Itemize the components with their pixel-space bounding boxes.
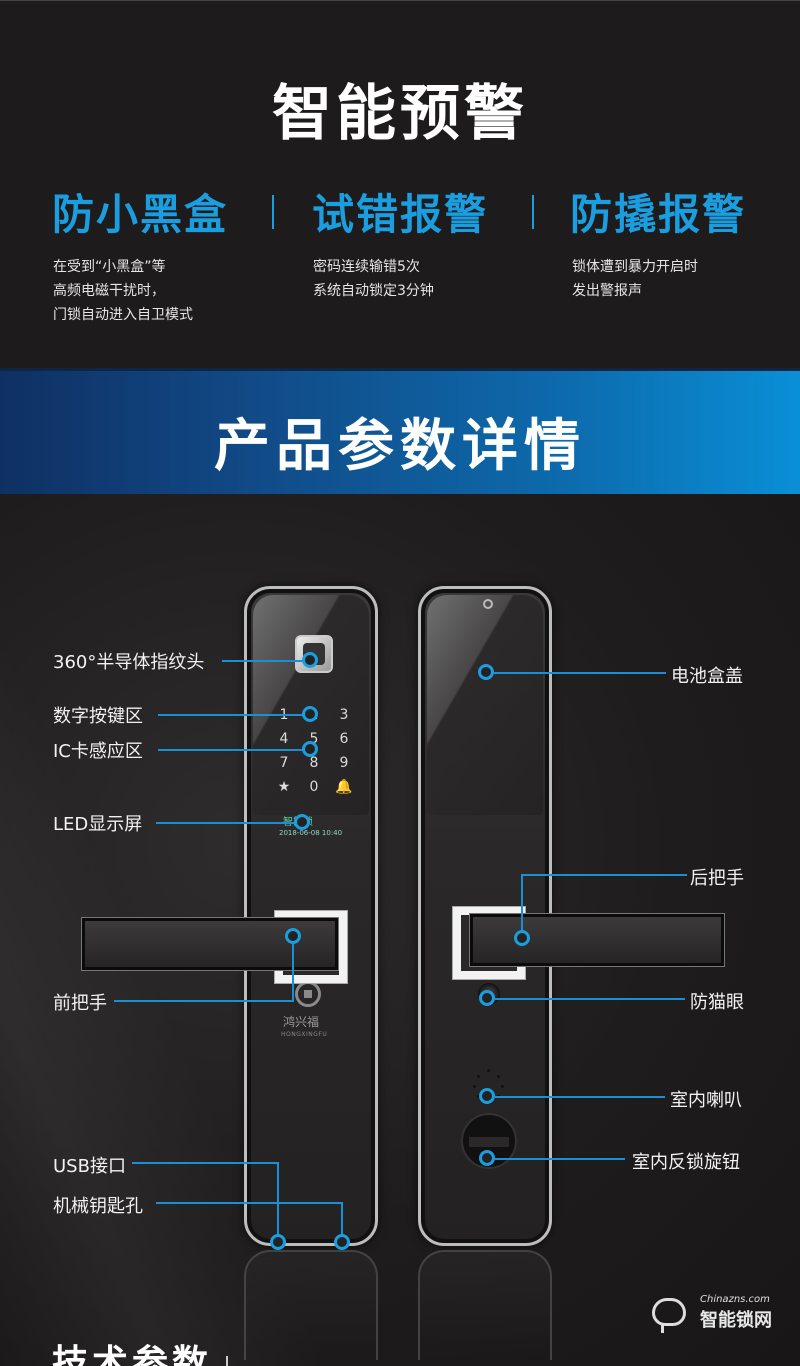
label-led: LED显示屏 xyxy=(53,814,143,835)
label-ic-card: IC卡感应区 xyxy=(53,741,143,762)
callout-line xyxy=(158,749,310,751)
feature-anti-blackbox-desc: 在受到“小黑盒”等 高频电磁干扰时， 门锁自动进入自卫模式 xyxy=(53,259,193,323)
watermark-name: 智能锁网 xyxy=(700,1310,772,1331)
callout-line xyxy=(132,1162,278,1164)
speaker-hole xyxy=(497,1075,500,1078)
callout-dot xyxy=(302,652,318,668)
key-6: 6 xyxy=(339,731,349,747)
callout-line xyxy=(495,1096,665,1098)
label-battery-cover: 电池盒盖 xyxy=(671,666,743,687)
product-details-banner: 产品参数详情 xyxy=(0,368,800,494)
callout-dot xyxy=(514,930,530,946)
star-key-icon: ★ xyxy=(277,779,291,795)
brand-name-cn: 鸿兴福 xyxy=(283,1015,320,1029)
callout-line xyxy=(521,874,687,876)
callout-dot xyxy=(302,706,318,722)
feature-titles: 防小黑盒 试错报警 防撬报警 xyxy=(0,181,800,241)
watermark-domain: Chinazns.com xyxy=(700,1294,770,1305)
speaker-hole xyxy=(477,1095,480,1098)
label-keypad: 数字按键区 xyxy=(53,706,143,727)
callout-line xyxy=(521,874,523,930)
callout-line xyxy=(495,1158,625,1160)
front-lock-panel: 1 2 3 4 5 6 7 8 9 ★ 0 🔔 智能锁 2018-06-08 1… xyxy=(244,586,378,1246)
back-glass-panel xyxy=(427,595,543,815)
label-rear-handle: 后把手 xyxy=(690,868,744,889)
callout-dot xyxy=(302,741,318,757)
callout-line xyxy=(495,998,685,1000)
label-lock-knob: 室内反锁旋钮 xyxy=(632,1152,740,1173)
feature-wrong-code-desc: 密码连续输错5次 系统自动锁定3分钟 xyxy=(313,259,434,299)
title-divider xyxy=(226,1356,228,1366)
label-keyhole: 机械钥匙孔 xyxy=(53,1196,143,1217)
feature-divider xyxy=(272,195,274,229)
callout-dot xyxy=(294,814,310,830)
key-3: 3 xyxy=(339,707,349,723)
label-fingerprint: 360°半导体指纹头 xyxy=(53,652,205,673)
callout-line xyxy=(156,1202,342,1204)
callout-line xyxy=(341,1202,343,1238)
feature-anti-pry-desc: 锁体遭到暴力开启时 发出警报声 xyxy=(572,259,698,299)
speaker-hole xyxy=(501,1085,504,1088)
cloud-logo-icon xyxy=(652,1298,686,1333)
callout-line xyxy=(156,822,302,824)
tech-specs-title: 技术参数 xyxy=(52,1343,213,1366)
product-diagram: 1 2 3 4 5 6 7 8 9 ★ 0 🔔 智能锁 2018-06-08 1… xyxy=(0,494,800,1366)
product-details-title: 产品参数详情 xyxy=(214,414,586,479)
callout-dot xyxy=(334,1234,350,1250)
sensor-icon xyxy=(483,599,493,609)
feature-anti-pry-title: 防撬报警 xyxy=(570,190,747,239)
led-screen-datetime: 2018-06-08 10:40 xyxy=(279,829,343,837)
smart-alert-section: 智能预警 防小黑盒 试错报警 防撬报警 在受到“小黑盒”等 高频电磁干扰时， 门… xyxy=(0,0,800,368)
feature-anti-blackbox-title: 防小黑盒 xyxy=(52,190,229,239)
callout-dot xyxy=(479,1088,495,1104)
doorbell-icon: 🔔 xyxy=(335,779,353,795)
feature-divider xyxy=(532,195,534,229)
callout-line xyxy=(114,1000,294,1002)
callout-dot xyxy=(478,664,494,680)
speaker-hole xyxy=(473,1085,476,1088)
rear-handle xyxy=(469,913,725,967)
callout-line xyxy=(222,660,310,662)
callout-dot xyxy=(285,928,301,944)
back-panel-reflection xyxy=(418,1250,552,1360)
front-panel-reflection xyxy=(244,1250,378,1360)
speaker-hole xyxy=(487,1069,490,1072)
key-9: 9 xyxy=(339,755,349,771)
front-glass-panel xyxy=(253,595,369,815)
label-peephole: 防猫眼 xyxy=(690,992,744,1013)
front-handle xyxy=(81,917,339,971)
label-front-handle: 前把手 xyxy=(53,993,107,1014)
watermark: Chinazns.com 智能锁网 xyxy=(652,1294,782,1344)
label-usb: USB接口 xyxy=(53,1156,126,1177)
brand-name-en: HONGXINGFU xyxy=(281,1031,328,1038)
callout-dot xyxy=(479,1150,495,1166)
key-8: 8 xyxy=(309,755,319,771)
callout-line xyxy=(158,714,310,716)
callout-line xyxy=(292,944,294,1002)
key-5: 5 xyxy=(309,731,319,747)
brand-logo-icon xyxy=(295,981,321,1007)
key-4: 4 xyxy=(279,731,289,747)
label-speaker: 室内喇叭 xyxy=(670,1090,742,1111)
callout-dot xyxy=(479,990,495,1006)
feature-wrong-code-title: 试错报警 xyxy=(312,190,489,239)
speaker-hole xyxy=(477,1075,480,1078)
smart-alert-title: 智能预警 xyxy=(272,79,528,149)
key-0: 0 xyxy=(309,779,319,795)
key-7: 7 xyxy=(279,755,289,771)
callout-line xyxy=(277,1162,279,1238)
callout-dot xyxy=(270,1234,286,1250)
callout-line xyxy=(494,672,666,674)
